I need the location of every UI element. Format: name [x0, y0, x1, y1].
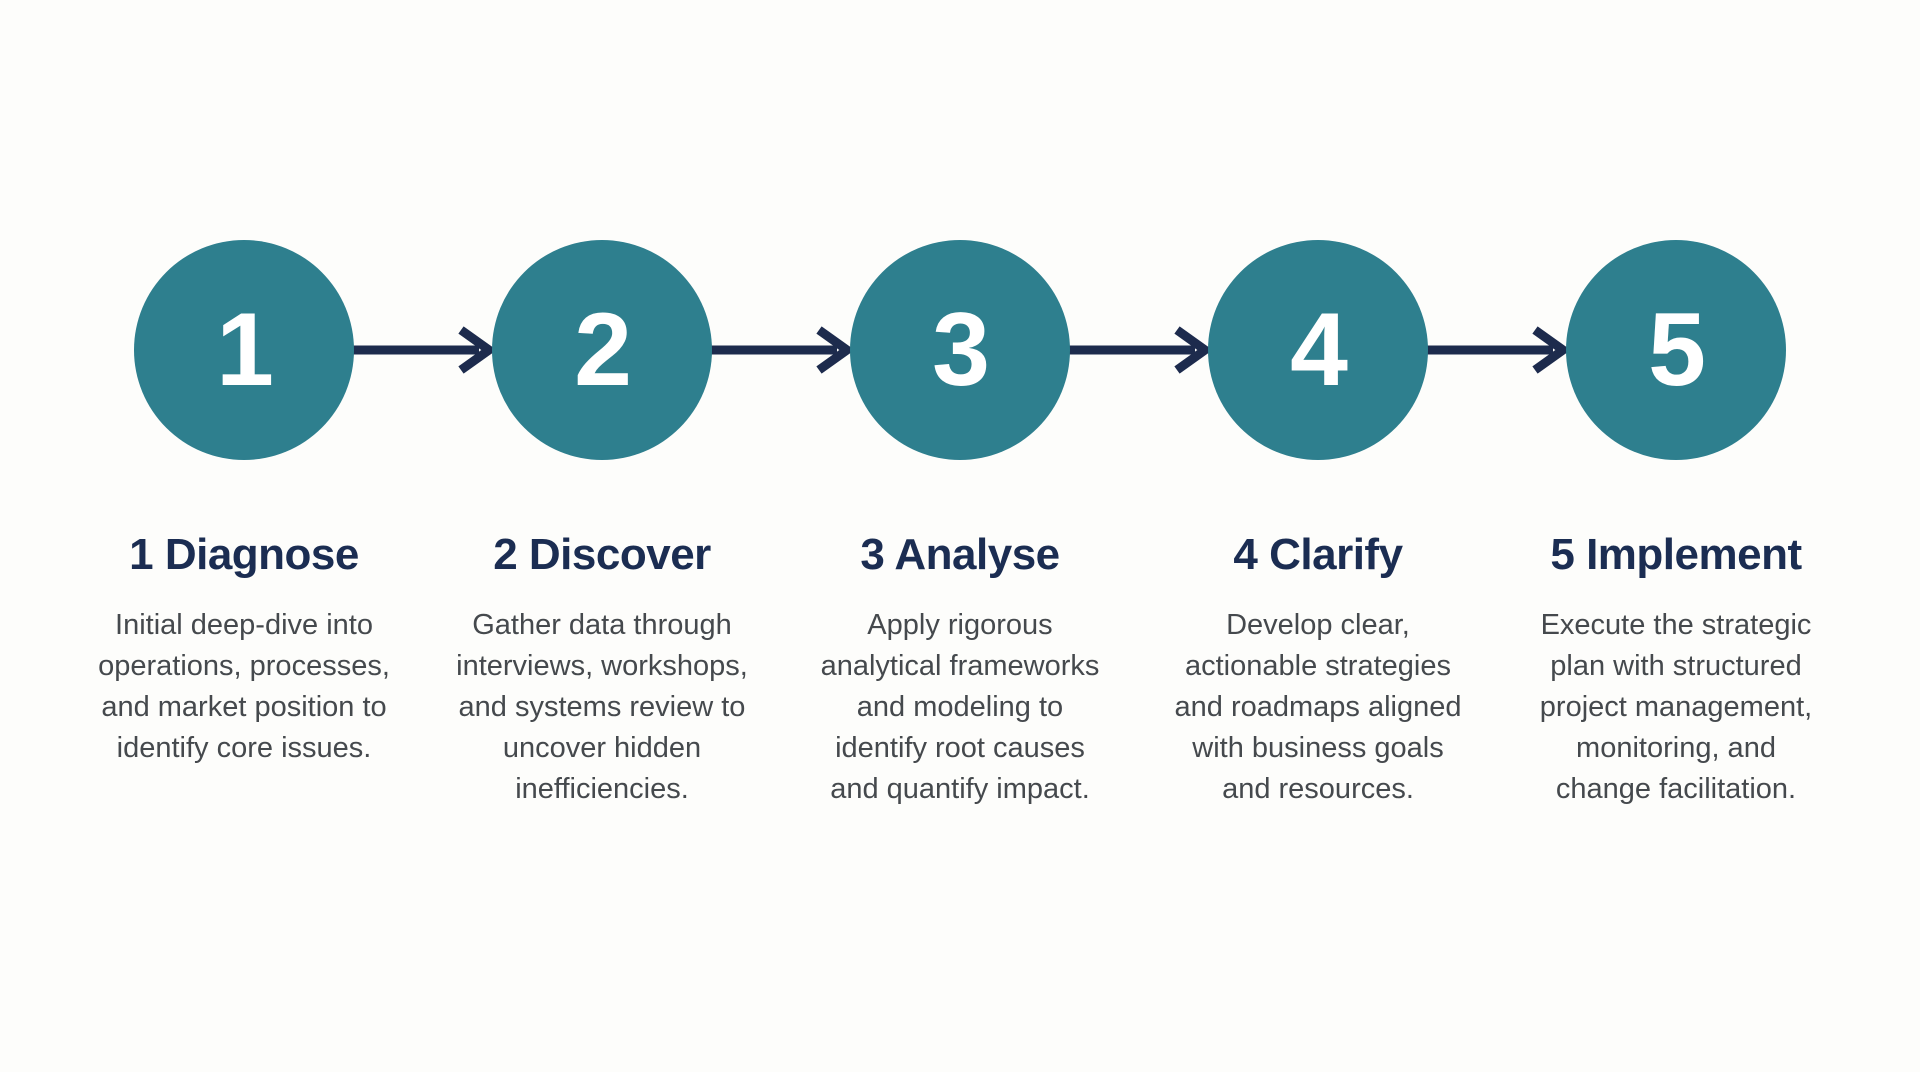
step-title: 3 Analyse	[860, 530, 1060, 579]
step-description: Apply rigorous analytical frameworks and…	[820, 608, 1100, 805]
step-number: 2	[574, 292, 632, 408]
step-title: 1 Diagnose	[129, 530, 359, 579]
step-title: 4 Clarify	[1233, 530, 1403, 579]
arrow-right-icon	[349, 324, 497, 376]
step-1-diagnose: 1 1 Diagnose Initial deep-dive into oper…	[65, 240, 423, 810]
step-number: 3	[932, 292, 990, 408]
step-5-implement: 5 5 Implement Execute the strategic plan…	[1497, 240, 1855, 810]
step-title: 2 Discover	[493, 530, 711, 579]
step-title: 5 Implement	[1550, 530, 1802, 579]
step-3-analyse: 3 3 Analyse Apply rigorous analytical fr…	[781, 240, 1139, 810]
step-circle: 4	[1208, 240, 1428, 460]
arrow-right-icon	[1065, 324, 1213, 376]
arrow-right-icon	[707, 324, 855, 376]
steps-row: 1 1 Diagnose Initial deep-dive into oper…	[65, 240, 1855, 810]
step-description: Execute the strategic plan with structur…	[1539, 608, 1813, 805]
step-4-clarify: 4 4 Clarify Develop clear, actionable st…	[1139, 240, 1497, 810]
step-circle: 1	[134, 240, 354, 460]
step-description: Develop clear, actionable strategies and…	[1174, 608, 1462, 805]
step-circle: 3	[850, 240, 1070, 460]
step-2-discover: 2 2 Discover Gather data through intervi…	[423, 240, 781, 810]
arrow-right-icon	[1423, 324, 1571, 376]
step-description: Initial deep-dive into operations, proce…	[98, 608, 390, 764]
step-number: 4	[1290, 292, 1348, 408]
step-description: Gather data through interviews, workshop…	[456, 608, 748, 805]
step-circle: 5	[1566, 240, 1786, 460]
step-number: 1	[216, 292, 274, 408]
step-circle: 2	[492, 240, 712, 460]
step-number: 5	[1648, 292, 1706, 408]
